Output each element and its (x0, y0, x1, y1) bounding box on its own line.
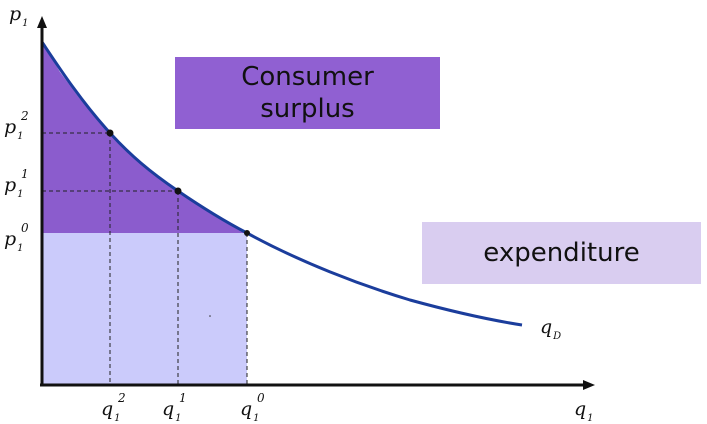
expenditure-label: expenditure (422, 222, 701, 284)
x-axis-label: q1 (574, 398, 594, 424)
consumer-surplus-text: Consumer surplus (241, 62, 374, 124)
consumer-surplus-area (42, 42, 247, 233)
expenditure-area (42, 233, 247, 385)
point-p1-q1 (174, 187, 182, 195)
stray-dot (209, 315, 211, 317)
expenditure-text: expenditure (483, 238, 640, 268)
demand-curve (40, 41, 523, 327)
demand-curve-label: qD (540, 316, 562, 342)
consumer-surplus-label: Consumer surplus (175, 57, 440, 129)
y-axis-arrowhead (37, 16, 47, 28)
point-p2-q2 (106, 129, 114, 137)
point-p0-q0 (244, 230, 250, 236)
x-axis-arrowhead (583, 380, 595, 390)
y-axis-label: p1 (9, 3, 29, 29)
